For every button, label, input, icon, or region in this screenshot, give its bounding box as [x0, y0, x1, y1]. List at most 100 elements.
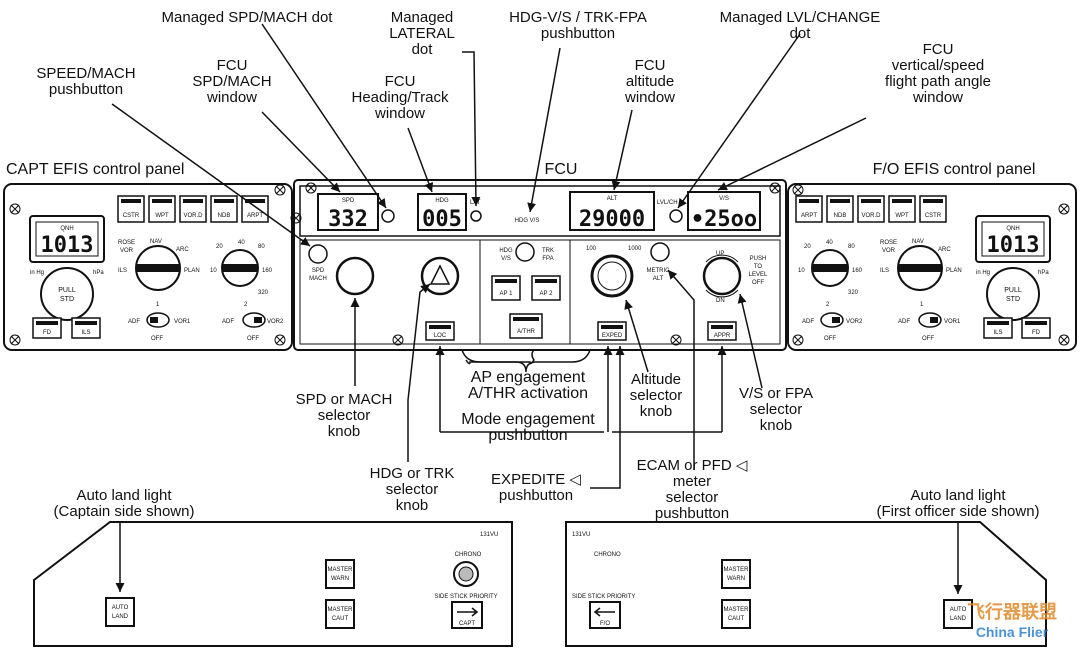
svg-text:PLAN: PLAN [946, 268, 962, 274]
speed-mach-pushbutton[interactable] [308, 244, 328, 264]
svg-text:HDG: HDG [499, 248, 513, 254]
label-autoland-capt: Auto land light(Captain side shown) [53, 487, 195, 520]
svg-text:TRK: TRK [542, 248, 554, 254]
hdg-trk-window [417, 193, 467, 231]
pull-std-label: PULL [58, 287, 76, 294]
baro-knob-fo[interactable] [986, 267, 1040, 321]
svg-text:ADF: ADF [898, 319, 910, 325]
svg-text:AP 1: AP 1 [500, 291, 514, 297]
svg-text:OFF: OFF [824, 336, 836, 342]
label-fo-efis: F/O EFIS control panel [872, 161, 1036, 178]
leader-lines [111, 23, 963, 594]
svg-text:LOC: LOC [434, 333, 447, 339]
svg-text:VOR1: VOR1 [174, 319, 191, 325]
svg-text:10: 10 [798, 268, 805, 274]
metric-alt-pushbutton[interactable] [650, 242, 670, 262]
efis-button-label: ARPT [247, 213, 263, 219]
svg-text:ILS: ILS [880, 268, 889, 274]
svg-text:A/THR: A/THR [517, 329, 536, 335]
side-stick-priority-fo[interactable] [589, 601, 621, 629]
efis-button-label: ARPT [801, 213, 817, 219]
svg-text:CAUT: CAUT [728, 616, 745, 622]
button-indicator-bar [923, 199, 943, 203]
label-expedite: EXPEDITE ◁pushbutton [491, 471, 581, 504]
svg-text:PULL: PULL [1004, 287, 1022, 294]
svg-text:hPa: hPa [1038, 270, 1049, 276]
button-indicator-bar [892, 199, 912, 203]
button-indicator-bar [861, 199, 881, 203]
efis-button-label: WPT [895, 213, 909, 219]
svg-text:320: 320 [848, 290, 859, 296]
master-caut-capt[interactable] [325, 599, 355, 629]
svg-text:OFF: OFF [752, 280, 764, 286]
efis-button-label: VOR.D [861, 213, 881, 219]
button-indicator-bar [152, 199, 172, 203]
svg-text:F/O: F/O [600, 621, 610, 627]
svg-text:MASTER: MASTER [327, 567, 353, 573]
svg-text:AP 2: AP 2 [540, 291, 554, 297]
svg-text:ALT: ALT [607, 196, 618, 202]
svg-text:ARC: ARC [938, 247, 951, 253]
spd-display: 332 [328, 207, 368, 232]
button-indicator-bar [214, 199, 234, 203]
svg-text:AUTO: AUTO [950, 607, 967, 613]
svg-text:CAUT: CAUT [332, 616, 349, 622]
label-autoland-fo: Auto land light(First officer side shown… [876, 487, 1040, 520]
adf-vor-switch-1-capt[interactable]: 1 ADF VOR1 OFF [128, 302, 191, 342]
svg-text:CAPT: CAPT [459, 621, 475, 627]
vs-fpa-window [687, 191, 761, 231]
svg-text:LVL/CH: LVL/CH [657, 200, 678, 206]
side-stick-priority-capt[interactable] [451, 601, 483, 629]
fo-glareshield-panel: 131VU CHRONO SIDE STICK PRIORITY F/O MAS… [565, 521, 1047, 647]
managed-spd-dot [381, 209, 395, 223]
adf-vor-switch-1-fo[interactable]: 1 ADF VOR1 OFF [898, 302, 961, 342]
svg-text:DN: DN [716, 298, 725, 304]
svg-text:in Hg: in Hg [976, 270, 990, 276]
efis-button-label: CSTR [925, 213, 942, 219]
svg-text:131VU: 131VU [572, 532, 590, 538]
svg-text:80: 80 [258, 244, 265, 250]
svg-text:ALT: ALT [653, 276, 664, 282]
qnh-display-fo: 1013 [987, 233, 1040, 258]
qnh-display-capt: 1013 [41, 233, 94, 258]
efis-button-label: WPT [155, 213, 169, 219]
spd-mach-window [317, 193, 379, 231]
master-warn-capt[interactable] [325, 559, 355, 589]
svg-text:100: 100 [586, 246, 597, 252]
vs-fpa-selector-knob[interactable] [702, 256, 742, 296]
svg-text:ARC: ARC [176, 247, 189, 253]
svg-text:OFF: OFF [151, 336, 163, 342]
svg-text:VOR: VOR [882, 248, 896, 254]
svg-text:AUTO: AUTO [112, 605, 129, 611]
svg-text:VOR: VOR [120, 248, 134, 254]
svg-text:FD: FD [43, 330, 52, 336]
svg-text:OFF: OFF [247, 336, 259, 342]
svg-text:ROSE: ROSE [118, 240, 135, 246]
adf-vor-switch-2-fo[interactable]: 2 ADF VOR2 OFF [802, 302, 863, 342]
adf-vor-switch-2-capt[interactable]: 2 ADF VOR2 OFF [222, 302, 284, 342]
button-indicator-bar [245, 199, 265, 203]
svg-text:160: 160 [262, 268, 273, 274]
svg-text:80: 80 [848, 244, 855, 250]
hdg-trk-selector-knob[interactable] [420, 256, 460, 296]
autoland-light-fo[interactable] [943, 599, 973, 629]
svg-text:PUSH: PUSH [750, 256, 767, 262]
baro-knob-capt[interactable] [40, 267, 94, 321]
spd-mach-selector-knob[interactable] [335, 256, 375, 296]
master-caut-fo[interactable] [721, 599, 751, 629]
master-warn-fo[interactable] [721, 559, 751, 589]
autoland-light-capt[interactable] [105, 597, 135, 627]
svg-text:MACH: MACH [309, 276, 327, 282]
svg-text:40: 40 [238, 240, 245, 246]
svg-text:ROSE: ROSE [880, 240, 897, 246]
hdg-vs-trk-fpa-pushbutton[interactable] [515, 242, 535, 262]
